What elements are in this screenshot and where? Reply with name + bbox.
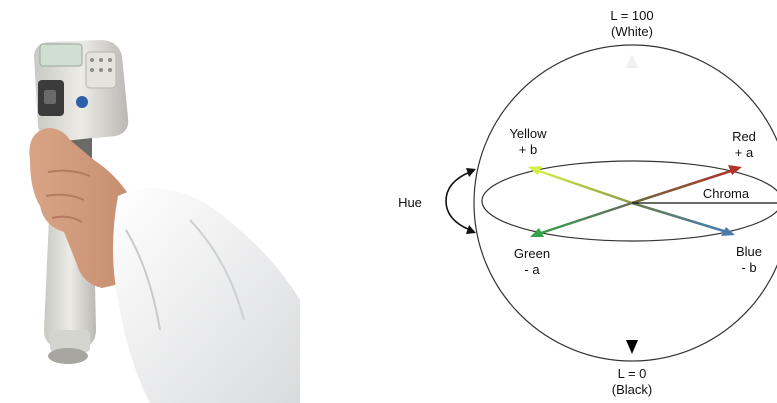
label-red: Red + a [722, 129, 766, 161]
yellow-axis-arrowhead [528, 166, 542, 175]
label-yellow: Yellow + b [498, 126, 558, 158]
label-chroma: Chroma [696, 186, 756, 202]
hue-arrow-bottom-head [466, 225, 476, 234]
label-hue: Hue [390, 195, 430, 211]
green-axis [538, 203, 632, 234]
hue-arrow [446, 172, 470, 230]
label-blue: Blue - b [727, 244, 771, 276]
label-black-bottom: L = 0 (Black) [592, 366, 672, 398]
label-green: Green - a [507, 246, 557, 278]
lightness-axis-bottom-arrowhead [626, 340, 638, 354]
blue-axis [632, 203, 727, 232]
colorimeter-photo [0, 0, 300, 403]
hue-arrow-top-head [466, 168, 476, 177]
label-white-top: L = 100 (White) [587, 8, 677, 40]
yellow-axis [536, 170, 632, 203]
lightness-axis-top-arrowhead [626, 54, 638, 68]
